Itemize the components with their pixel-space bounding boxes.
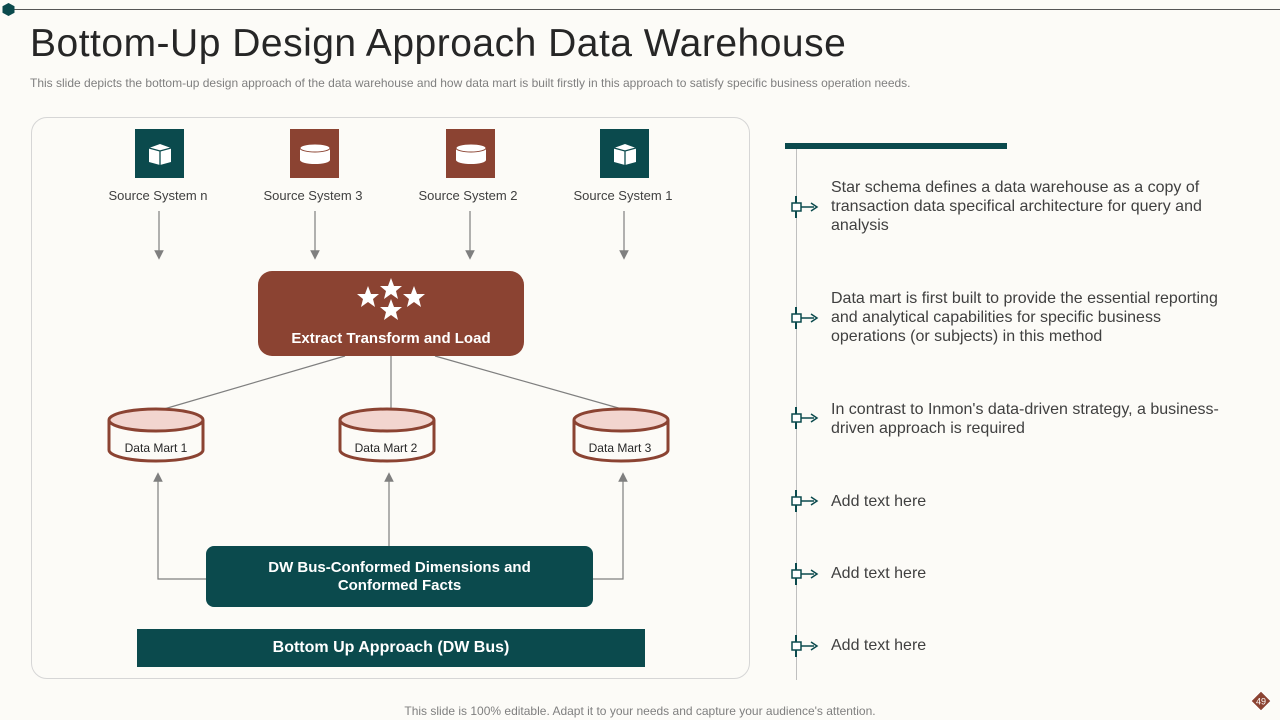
box-icon [148,143,171,165]
page-number: 49 [1256,697,1266,707]
box-icon [613,143,636,165]
source-2-icon-tile [446,129,495,178]
list-item-text: Add text here [831,637,927,654]
top-rule [14,9,1280,10]
page-subtitle: This slide depicts the bottom-up design … [30,76,911,90]
list-item-text: Add text here [831,493,927,510]
bus-to-mart-3 [593,472,628,580]
source-1-label: Source System 1 [573,188,673,203]
bullet-marker-icon [791,490,819,512]
data-mart-2-label: Data Mart 2 [354,441,418,455]
bullet-marker-icon [791,407,819,429]
list-item-text: Star schema defines a data warehouse as … [831,179,1202,234]
data-mart-1-label: Data Mart 1 [124,441,188,455]
source-n-label: Source System n [108,188,208,203]
footer-note: This slide is 100% editable. Adapt it to… [404,704,876,718]
page-number-badge: 49 [1250,690,1272,712]
list-item-text: In contrast to Inmon's data-driven strat… [831,401,1219,437]
dw-bus-label-line-2: Conformed Facts [337,576,462,594]
list-header-bar [785,143,1007,149]
source-3-label: Source System 3 [263,188,363,203]
bullet-marker-icon [791,635,819,657]
bullet-marker-icon [791,307,819,329]
database-icon [299,143,330,164]
etl-to-mart-3 [434,355,623,410]
data-mart-2-cylinder [338,407,436,463]
list-item-text: Add text here [831,565,927,582]
bus-to-mart-1 [153,472,206,580]
dw-bus-label-line-1: DW Bus-Conformed Dimensions and [268,558,531,576]
data-mart-3-label: Data Mart 3 [588,441,652,455]
etl-label: Extract Transform and Load [291,330,491,347]
bullet-marker-icon [791,196,819,218]
source-3-icon-tile [290,129,339,178]
dw-bus-box: DW Bus-Conformed Dimensions and Conforme… [206,546,593,607]
stars-icon [357,278,425,320]
database-icon [455,143,486,164]
data-mart-3-cylinder [572,407,670,463]
data-mart-1-cylinder [107,407,205,463]
etl-box: Extract Transform and Load [258,271,524,356]
approach-banner: Bottom Up Approach (DW Bus) [137,629,645,667]
etl-to-mart-1 [163,355,346,410]
hexagon-icon [2,3,15,16]
source-n-icon-tile [135,129,184,178]
bullet-marker-icon [791,563,819,585]
list-item-text: Data mart is first built to provide the … [831,290,1218,345]
page-title: Bottom-Up Design Approach Data Warehouse [30,22,847,65]
source-2-label: Source System 2 [418,188,518,203]
source-1-icon-tile [600,129,649,178]
